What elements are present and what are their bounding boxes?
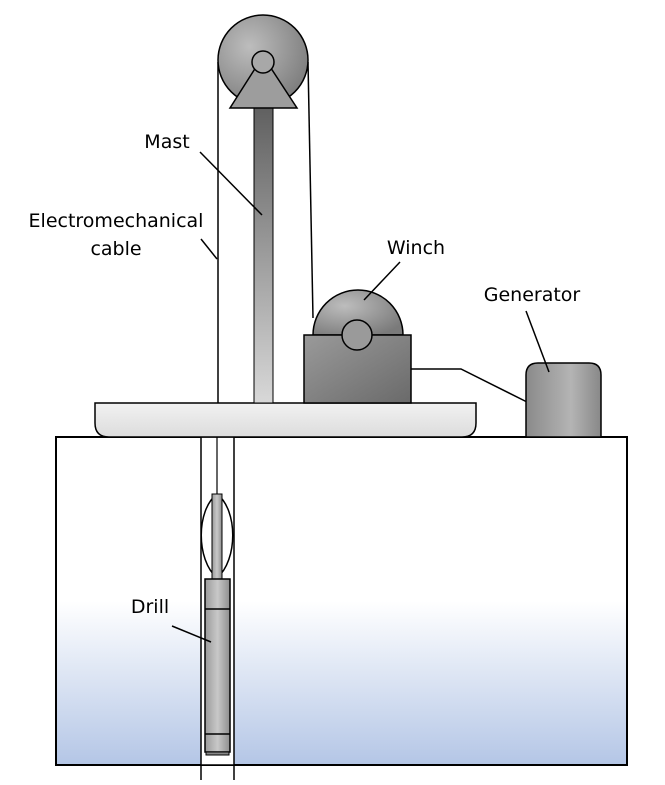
cable-label-line2: cable	[90, 238, 141, 260]
winch-leader	[363, 261, 401, 301]
pulley-bracket	[228, 54, 299, 109]
mast-leader	[199, 151, 263, 216]
drill-head	[205, 751, 230, 756]
anti-torque-spring	[216, 493, 234, 579]
anti-torque-spring	[200, 493, 218, 579]
generator-label: Generator	[484, 284, 581, 306]
winch-label: Winch	[387, 237, 445, 259]
cable-leader	[200, 238, 218, 260]
winch-drum	[312, 289, 404, 336]
electromechanical-cable-right	[307, 61, 314, 319]
drill-leader	[171, 625, 212, 643]
drill-rod	[211, 493, 223, 581]
power-cable	[411, 368, 528, 403]
platform	[94, 402, 477, 438]
generator	[525, 362, 602, 438]
ice-block	[55, 436, 628, 766]
mast-label: Mast	[144, 131, 189, 153]
drill-body	[204, 578, 231, 753]
winch-axle	[341, 319, 373, 351]
generator-leader	[525, 310, 550, 373]
pulley-axle	[251, 50, 275, 74]
drill-label: Drill	[131, 596, 169, 618]
cable-label-line1: Electromechanical	[29, 210, 204, 232]
mast	[253, 101, 274, 404]
